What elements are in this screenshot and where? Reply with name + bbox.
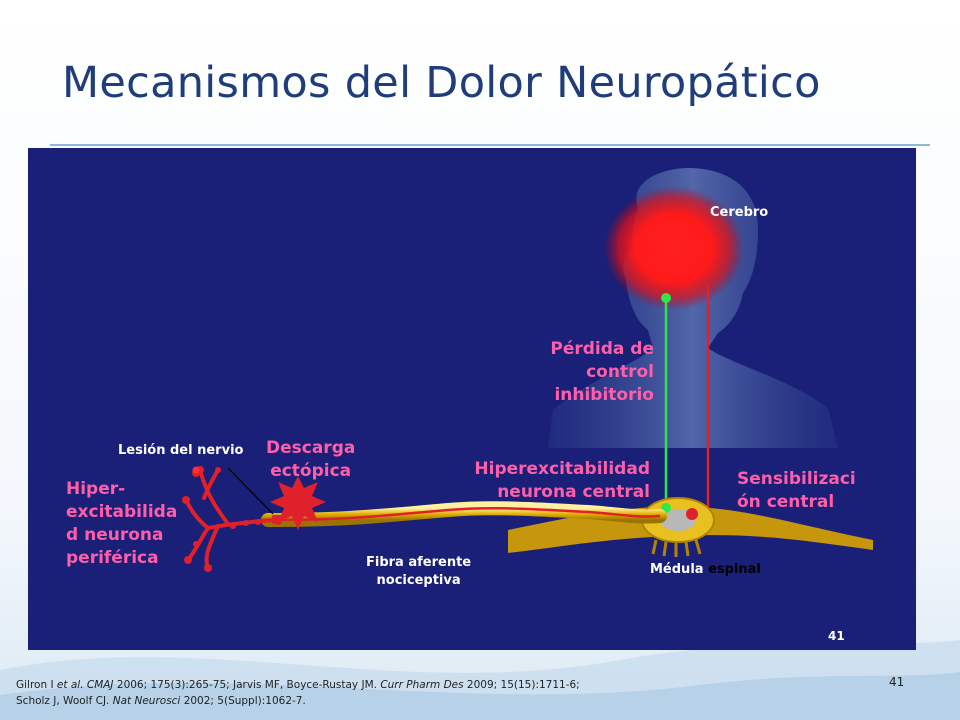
diagram-panel: Cerebro Pérdida de control inhibitorio L… (28, 148, 916, 650)
label-central-neuron-hyperexcitability: Hiperexcitabilidad neurona central (474, 459, 650, 502)
references: Gilron I et al. CMAJ 2006; 175(3):265-75… (16, 677, 580, 710)
neuropathic-pain-diagram (182, 168, 873, 572)
slide-number: 41 (889, 675, 905, 689)
label-brain: Cerebro (710, 205, 769, 220)
label-ectopic-discharge: Descarga ectópica (266, 438, 356, 481)
inhibitory-path-start-dot (661, 293, 671, 303)
title-divider (50, 144, 930, 146)
spinal-synapse-red (686, 508, 698, 520)
background-wave (0, 640, 960, 720)
nerve-injury-pointer (227, 467, 274, 515)
brain-glow (604, 186, 744, 310)
label-spinal-cord: Médula espinal (650, 562, 761, 577)
label-afferent-fiber: Fibra aferente nociceptiva (366, 555, 472, 588)
ectopic-discharge-burst (270, 476, 326, 530)
label-nerve-injury: Lesión del nervio (118, 443, 244, 458)
label-loss-inhibitory-control: Pérdida de control inhibitorio (550, 339, 654, 405)
reference-line-2: Scholz J, Woolf CJ. Nat Neurosci 2002; 5… (16, 695, 306, 708)
label-peripheral-hyperexcitability: Hiper- excitabilida d neurona periférica (66, 479, 178, 568)
peripheral-nerve-endings (184, 468, 275, 570)
nerve-injury-dot (192, 466, 200, 474)
inner-slide-number: 41 (828, 629, 845, 643)
afferent-nerve-fiber (261, 501, 667, 527)
ectopic-site-marker (272, 515, 282, 524)
head-silhouette (548, 168, 838, 448)
reference-line-1: Gilron I et al. CMAJ 2006; 175(3):265-75… (16, 679, 580, 691)
slide-title: Mecanismos del Dolor Neuropático (62, 58, 821, 108)
label-central-sensitization: Sensibilizaci ón central (737, 469, 856, 512)
